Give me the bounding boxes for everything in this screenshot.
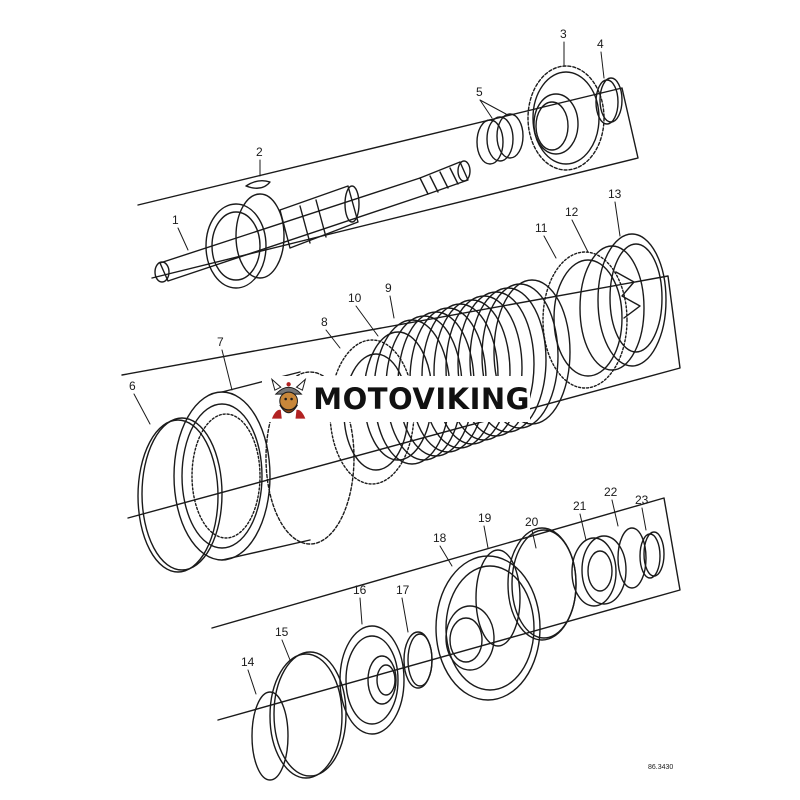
callout-17: 17 — [396, 583, 410, 597]
part-15-large-ring — [269, 651, 347, 779]
part-13-spring-plate — [597, 233, 667, 367]
callout-5: 5 — [476, 85, 483, 99]
leader-lines — [133, 41, 647, 695]
callout-11: 11 — [535, 221, 548, 235]
callout-18: 18 — [433, 531, 447, 545]
part-23-washer — [639, 531, 665, 579]
callout-2: 2 — [256, 145, 263, 159]
callout-7: 7 — [217, 335, 224, 349]
part-17-o-ring — [403, 631, 433, 689]
part-6-large-snap-ring — [137, 417, 223, 573]
part-4-snap-ring — [595, 77, 623, 125]
callout-21: 21 — [573, 499, 587, 513]
callout-1: 1 — [172, 213, 179, 227]
callout-23: 23 — [635, 493, 649, 507]
callout-9: 9 — [385, 281, 392, 295]
part-21-bearing — [571, 535, 627, 607]
callout-15: 15 — [275, 625, 289, 639]
callout-8: 8 — [321, 315, 328, 329]
part-9-clutch-plates — [373, 279, 571, 465]
part-16-piston-housing — [339, 625, 405, 735]
callout-12: 12 — [565, 205, 579, 219]
part-2-key — [245, 179, 271, 189]
part-14-snap-ring — [251, 691, 289, 781]
callout-16: 16 — [353, 583, 367, 597]
callout-13: 13 — [608, 187, 622, 201]
part-5-seal-rings — [476, 113, 524, 165]
viking-mascot-icon — [270, 377, 307, 419]
part-3-gear — [527, 65, 605, 171]
part-19-seal — [475, 549, 521, 647]
drawing-reference-code: 86.3430 — [648, 764, 673, 771]
brand-name: MOTOVIKING — [313, 382, 530, 416]
part-11-pressure-plate — [542, 251, 628, 389]
callout-22: 22 — [604, 485, 618, 499]
callout-19: 19 — [478, 511, 492, 525]
callout-20: 20 — [525, 515, 539, 529]
watermark-banner: MOTOVIKING — [262, 376, 530, 422]
group-frame-middle — [121, 275, 681, 519]
part-20-seal — [507, 527, 577, 641]
callout-6: 6 — [129, 379, 136, 393]
callout-3: 3 — [560, 27, 567, 41]
part-7-clutch-drum — [173, 371, 355, 561]
group-frame-top — [137, 87, 639, 279]
part-18-piston — [435, 555, 541, 701]
callout-14: 14 — [241, 655, 255, 669]
part-22-snap-ring — [617, 527, 647, 589]
callout-10: 10 — [348, 291, 362, 305]
callout-4: 4 — [597, 37, 604, 51]
part-1-main-shaft — [154, 160, 471, 289]
